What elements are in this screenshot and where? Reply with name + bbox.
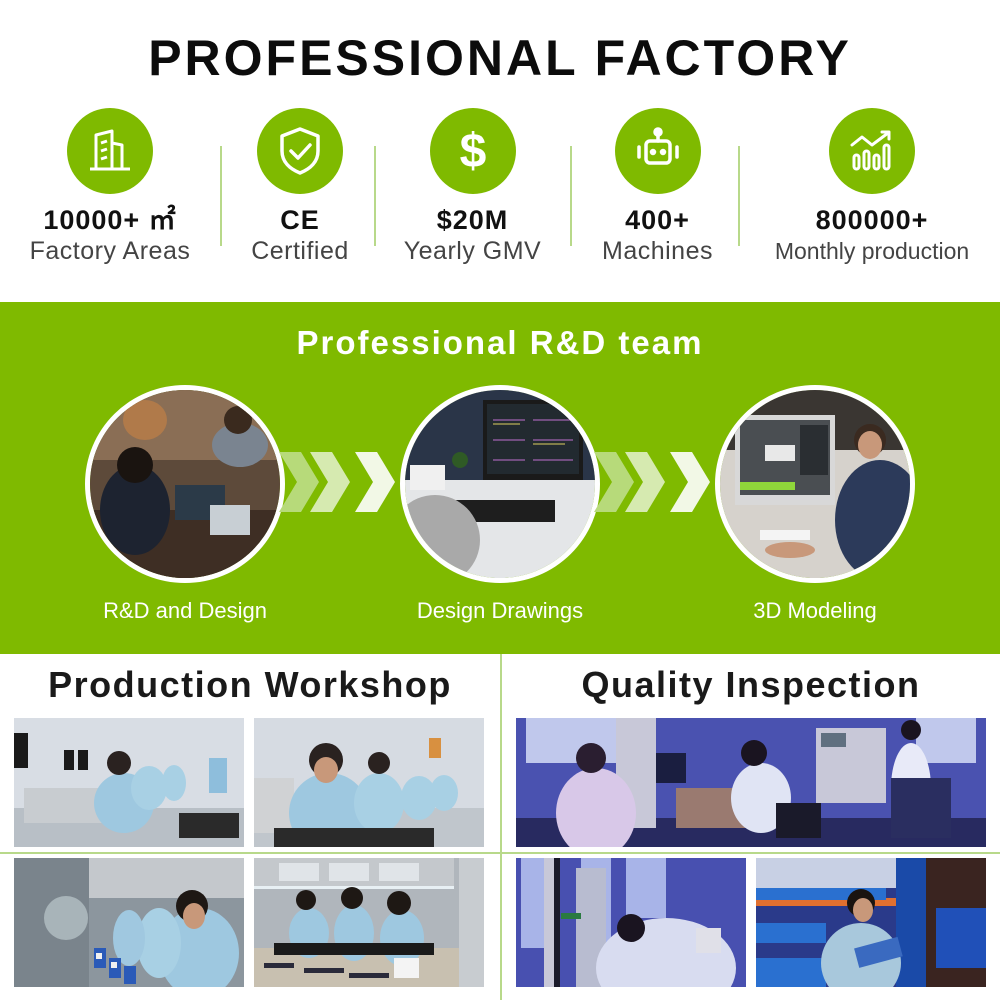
stat-monthly-production: 800000+ Monthly production bbox=[752, 108, 992, 266]
robot-icon bbox=[614, 108, 701, 194]
workshop-photo-3 bbox=[14, 858, 244, 987]
chevron-right-icon bbox=[594, 452, 634, 512]
row-divider bbox=[0, 852, 1000, 854]
rd-photo-team bbox=[85, 385, 285, 583]
rd-title: Professional R&D team bbox=[296, 324, 704, 361]
rd-caption: R&D and Design bbox=[103, 598, 267, 623]
chevron-right-icon bbox=[355, 452, 395, 512]
chevron-right-icon bbox=[279, 452, 319, 512]
workshop-title: Production Workshop bbox=[48, 664, 452, 705]
stat-divider bbox=[374, 146, 376, 246]
workshop-photo-2 bbox=[254, 718, 484, 847]
stat-divider bbox=[570, 146, 572, 246]
stats-row: 10000+ ㎡ Factory Areas CE Certified $ $2… bbox=[0, 108, 1000, 288]
quality-photo-lab bbox=[516, 718, 986, 847]
stat-divider bbox=[220, 146, 222, 246]
workshop-photo-4 bbox=[254, 858, 484, 987]
svg-text:$: $ bbox=[459, 125, 486, 178]
dollar-icon: $ bbox=[429, 108, 516, 194]
page-title: PROFESSIONAL FACTORY bbox=[148, 30, 852, 86]
growth-chart-icon bbox=[829, 108, 915, 194]
rd-caption: Design Drawings bbox=[416, 598, 584, 623]
stat-ce: CE Certified bbox=[230, 108, 370, 266]
workshop-photo-1 bbox=[14, 718, 244, 847]
quality-title: Quality Inspection bbox=[581, 664, 921, 705]
rd-caption: 3D Modeling bbox=[753, 598, 877, 623]
section-divider bbox=[500, 654, 502, 1000]
chevron-right-icon bbox=[625, 452, 665, 512]
stat-factory-area: 10000+ ㎡ Factory Areas bbox=[10, 108, 210, 266]
rd-photo-drawings bbox=[400, 385, 600, 583]
stat-divider bbox=[738, 146, 740, 246]
quality-photo-warehouse bbox=[756, 858, 986, 987]
shield-check-icon bbox=[257, 108, 343, 194]
rd-photo-3d-modeling bbox=[715, 385, 915, 583]
chevron-right-icon bbox=[670, 452, 710, 512]
quality-photo-tensile bbox=[516, 858, 746, 987]
rd-section: Professional R&D team R&D and Design bbox=[0, 302, 1000, 654]
stat-gmv: $ $20M Yearly GMV bbox=[380, 108, 565, 266]
building-icon bbox=[67, 108, 153, 194]
chevron-right-icon bbox=[310, 452, 350, 512]
stat-machines: 400+ Machines bbox=[580, 108, 735, 266]
